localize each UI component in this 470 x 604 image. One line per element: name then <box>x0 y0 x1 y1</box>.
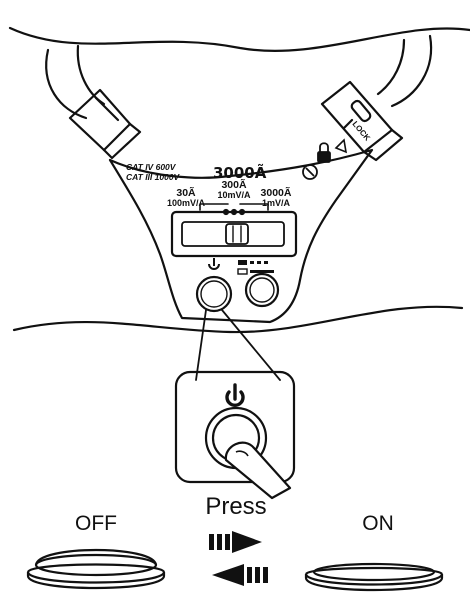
power-icon-large <box>225 383 245 407</box>
meter-body-outline <box>108 148 374 324</box>
cat-rating-line2: CAT III 1000V <box>126 172 181 182</box>
off-label: OFF <box>75 512 117 535</box>
zoom-leader-right <box>221 309 281 381</box>
meter-second-button[interactable] <box>244 272 280 308</box>
coil-outer-right <box>390 34 433 108</box>
coil-outer <box>45 48 88 120</box>
cat-rating-line1: CAT IV 600V <box>126 162 177 172</box>
sensitivity-left: 100mV/A <box>167 198 206 208</box>
max-range-label: 3000Ã <box>213 163 267 182</box>
arrow-left-icon <box>212 564 268 586</box>
range-switch-track <box>181 221 285 247</box>
zoom-detail <box>174 370 296 500</box>
range-middle: 300Ã <box>221 178 247 191</box>
mode-indicators <box>237 260 274 275</box>
range-left: 30Ã <box>176 186 196 199</box>
range-switch-frame <box>170 210 298 258</box>
on-label: ON <box>362 512 394 535</box>
arrow-right-icon <box>209 531 262 553</box>
bottom-cut-edge <box>12 305 464 334</box>
left-coil-connector <box>68 88 142 160</box>
unlock-icon <box>302 164 318 180</box>
range-switch-knob[interactable] <box>225 223 249 245</box>
power-icon-small <box>208 258 220 270</box>
sensitivity-right: 1mV/A <box>262 198 291 208</box>
range-right: 3000Ã <box>261 186 292 199</box>
top-cut-edge <box>8 26 470 52</box>
meter-power-button[interactable] <box>195 275 233 313</box>
lock-icon <box>317 142 331 163</box>
finger-icon <box>224 441 292 500</box>
off-button-illustration <box>26 548 166 590</box>
lock-arrow-icon <box>334 138 348 154</box>
zoom-frame <box>174 370 296 484</box>
switch-brackets <box>199 203 269 211</box>
right-coil-connector <box>320 80 404 162</box>
coil-inner <box>76 44 106 106</box>
on-button-illustration <box>304 562 444 592</box>
sensitivity-middle: 10mV/A <box>217 190 251 200</box>
zoom-leader-left <box>195 309 207 381</box>
clamp-meter <box>8 26 470 381</box>
coil-inner-right <box>376 38 406 96</box>
press-label: Press <box>205 493 266 520</box>
